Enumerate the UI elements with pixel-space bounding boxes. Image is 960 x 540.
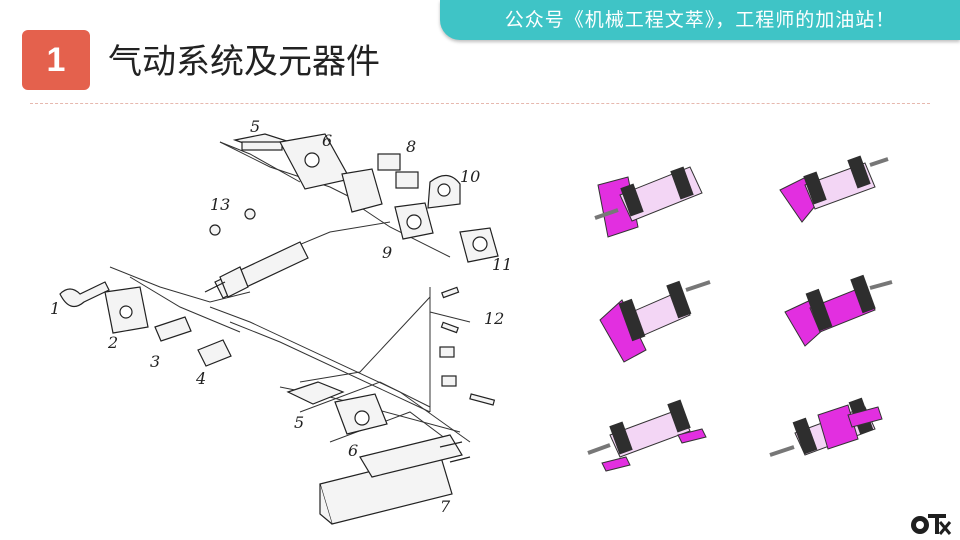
pneumatic-parts-diagram: 1 2 3 4 5 6 7 8 9 10 11 12 13 5 6 xyxy=(50,117,512,525)
banner-text: 公众号《机械工程文萃》，工程师的加油站！ xyxy=(504,9,896,31)
callout-1: 1 xyxy=(50,299,60,318)
section-number-badge: 1 xyxy=(22,30,90,90)
wechat-banner: 公众号《机械工程文萃》，工程师的加油站！ xyxy=(440,0,960,40)
section-title: 气动系统及元器件 xyxy=(108,42,380,82)
callout-4: 4 xyxy=(195,369,206,388)
callout-11: 11 xyxy=(492,255,512,274)
title-divider xyxy=(30,103,930,104)
callout-5-top: 5 xyxy=(250,117,260,136)
cylinder-trunnion xyxy=(760,260,910,370)
cylinder-foot-mount xyxy=(580,375,730,485)
callout-7: 7 xyxy=(440,497,451,516)
callout-12: 12 xyxy=(484,309,504,328)
callout-3: 3 xyxy=(150,352,160,371)
section-number: 1 xyxy=(46,41,66,79)
cylinder-foot-bracket xyxy=(580,260,730,370)
cylinder-front-flange xyxy=(580,140,730,250)
cylinder-mount-gallery xyxy=(570,120,940,480)
callout-2: 2 xyxy=(107,333,118,352)
callout-13: 13 xyxy=(210,195,230,214)
callout-5-bottom: 5 xyxy=(294,413,304,432)
callout-6-top: 6 xyxy=(322,131,332,150)
cylinder-center-trunnion xyxy=(760,375,910,485)
cylinder-rear-clevis xyxy=(760,135,910,245)
brand-logo-icon xyxy=(911,514,952,535)
callout-10: 10 xyxy=(460,167,480,186)
callout-8: 8 xyxy=(406,137,416,156)
callout-9: 9 xyxy=(382,243,392,262)
callout-6-bottom: 6 xyxy=(348,441,358,460)
